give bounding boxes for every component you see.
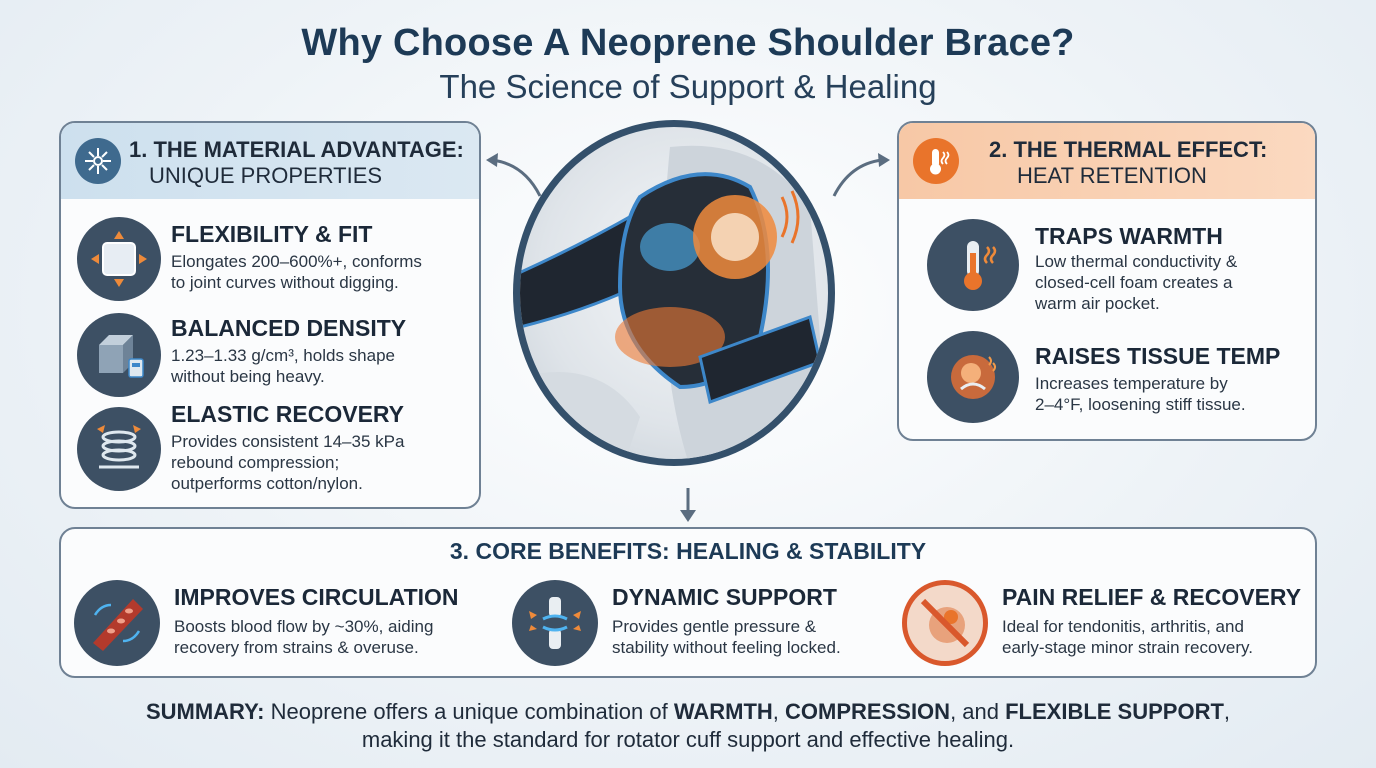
summary-keyword-compression: COMPRESSION: [785, 699, 951, 724]
tissue-temp-desc: Increases temperature by 2–4°F, loosenin…: [1035, 373, 1246, 415]
density-title: BALANCED DENSITY: [171, 315, 407, 341]
elastic-recovery-item: ELASTIC RECOVERY Provides consistent 14–…: [61, 397, 479, 507]
elastic-desc-line3: outperforms cotton/nylon.: [171, 474, 363, 493]
heat-icon: [913, 138, 959, 184]
summary: SUMMARY: Neoprene offers a unique combin…: [0, 698, 1376, 754]
circulation-desc: Boosts blood flow by ~30%, aiding recove…: [174, 616, 433, 658]
dynamic-support-desc: Provides gentle pressure & stability wit…: [612, 616, 841, 658]
elastic-desc: Provides consistent 14–35 kPa rebound co…: [171, 431, 404, 494]
traps-warmth-item: TRAPS WARMTH Low thermal conductivity & …: [899, 213, 1315, 313]
thermal-panel-header: 2. THE THERMAL EFFECT: HEAT RETENTION: [899, 123, 1315, 199]
flexibility-desc-line2: to joint curves without digging.: [171, 273, 399, 292]
summary-text2: ,: [1223, 699, 1231, 724]
elastic-desc-line1: Provides consistent 14–35 kPa: [171, 432, 405, 451]
circulation-desc-line2: recovery from strains & overuse.: [174, 638, 419, 657]
shoulder-brace-image: [520, 145, 828, 459]
page-subtitle: The Science of Support & Healing: [439, 68, 937, 105]
no-pain-icon: [902, 580, 988, 666]
blood-vessel-icon: [74, 580, 160, 666]
density-desc-line1: 1.23–1.33 g/cm³, holds shape: [171, 346, 395, 365]
page-title: Why Choose A Neoprene Shoulder Brace?: [301, 22, 1075, 64]
summary-line1: SUMMARY: Neoprene offers a unique combin…: [0, 698, 1376, 726]
molecule-icon: [75, 138, 121, 184]
tissue-temp-desc-line2: 2–4°F, loosening stiff tissue.: [1035, 395, 1246, 414]
traps-warmth-desc-line2: closed-cell foam creates a: [1035, 273, 1233, 292]
traps-warmth-title: TRAPS WARMTH: [1035, 223, 1223, 249]
density-desc: 1.23–1.33 g/cm³, holds shape without bei…: [171, 345, 395, 387]
traps-warmth-desc: Low thermal conductivity & closed-cell f…: [1035, 251, 1237, 314]
pain-relief-item: PAIN RELIEF & RECOVERY Ideal for tendoni…: [902, 572, 1312, 666]
material-heading-line2: UNIQUE PROPERTIES: [149, 163, 383, 188]
core-benefits-heading: 3. CORE BENEFITS: HEALING & STABILITY: [449, 538, 927, 564]
flexibility-title: FLEXIBILITY & FIT: [171, 221, 373, 247]
traps-warmth-desc-line1: Low thermal conductivity &: [1035, 252, 1238, 271]
thermal-heading-line2: HEAT RETENTION: [1017, 163, 1207, 188]
spring-icon: [77, 407, 161, 491]
flexibility-item: FLEXIBILITY & FIT Elongates 200–600%+, c…: [61, 209, 479, 309]
density-cube-icon: [77, 313, 161, 397]
tissue-temp-item: RAISES TISSUE TEMP Increases temperature…: [899, 327, 1315, 427]
dynamic-support-title: DYNAMIC SUPPORT: [612, 584, 837, 610]
summary-label: SUMMARY:: [145, 699, 265, 724]
summary-keyword-warmth: WARMTH: [673, 699, 773, 724]
thermal-heading: 2. THE THERMAL EFFECT: HEAT RETENTION: [989, 137, 1267, 189]
dynamic-support-item: DYNAMIC SUPPORT Provides gentle pressure…: [512, 572, 892, 666]
material-advantage-panel: 1. THE MATERIAL ADVANTAGE: UNIQUE PROPER…: [59, 121, 481, 509]
material-heading-line1: 1. THE MATERIAL ADVANTAGE:: [129, 137, 464, 162]
arrow-to-core: [680, 488, 696, 522]
density-desc-line2: without being heavy.: [171, 367, 325, 386]
thermometer-icon: [927, 219, 1019, 311]
circulation-title: IMPROVES CIRCULATION: [174, 584, 459, 610]
core-benefits-panel: [59, 527, 1317, 678]
summary-text1: Neoprene offers a unique combination of: [264, 699, 674, 724]
flexibility-desc: Elongates 200–600%+, conforms to joint c…: [171, 251, 422, 293]
shoulder-heat-icon: [927, 331, 1019, 423]
circulation-desc-line1: Boosts blood flow by ~30%, aiding: [174, 617, 434, 636]
knee-joint-icon: [512, 580, 598, 666]
summary-line2: making it the standard for rotator cuff …: [361, 727, 1015, 752]
stretch-icon: [77, 217, 161, 301]
elastic-desc-line2: rebound compression;: [171, 453, 340, 472]
tissue-temp-title: RAISES TISSUE TEMP: [1035, 343, 1281, 369]
shoulder-brace-illustration: [513, 120, 835, 466]
summary-sep1: ,: [772, 699, 786, 724]
tissue-temp-desc-line1: Increases temperature by: [1035, 374, 1228, 393]
thermal-heading-line1: 2. THE THERMAL EFFECT:: [989, 137, 1268, 162]
flexibility-desc-line1: Elongates 200–600%+, conforms: [171, 252, 422, 271]
elastic-title: ELASTIC RECOVERY: [171, 401, 405, 427]
arrow-to-material: [486, 153, 542, 197]
traps-warmth-desc-line3: warm air pocket.: [1035, 294, 1160, 313]
thermal-effect-panel: 2. THE THERMAL EFFECT: HEAT RETENTION TR…: [897, 121, 1317, 441]
pain-relief-desc-line1: Ideal for tendonitis, arthritis, and: [1002, 617, 1244, 636]
pain-relief-desc: Ideal for tendonitis, arthritis, and ear…: [1002, 616, 1253, 658]
dynamic-support-desc-line2: stability without feeling locked.: [612, 638, 841, 657]
summary-sep2: , and: [950, 699, 1006, 724]
pain-relief-title: PAIN RELIEF & RECOVERY: [1002, 584, 1302, 610]
summary-keyword-flexible-support: FLEXIBLE SUPPORT: [1005, 699, 1224, 724]
density-item: BALANCED DENSITY 1.23–1.33 g/cm³, holds …: [61, 307, 479, 407]
material-heading: 1. THE MATERIAL ADVANTAGE: UNIQUE PROPER…: [129, 137, 464, 189]
dynamic-support-desc-line1: Provides gentle pressure &: [612, 617, 817, 636]
pain-relief-desc-line2: early-stage minor strain recovery.: [1002, 638, 1253, 657]
material-panel-header: 1. THE MATERIAL ADVANTAGE: UNIQUE PROPER…: [61, 123, 479, 199]
arrow-to-thermal: [832, 153, 890, 197]
circulation-item: IMPROVES CIRCULATION Boosts blood flow b…: [74, 572, 494, 666]
